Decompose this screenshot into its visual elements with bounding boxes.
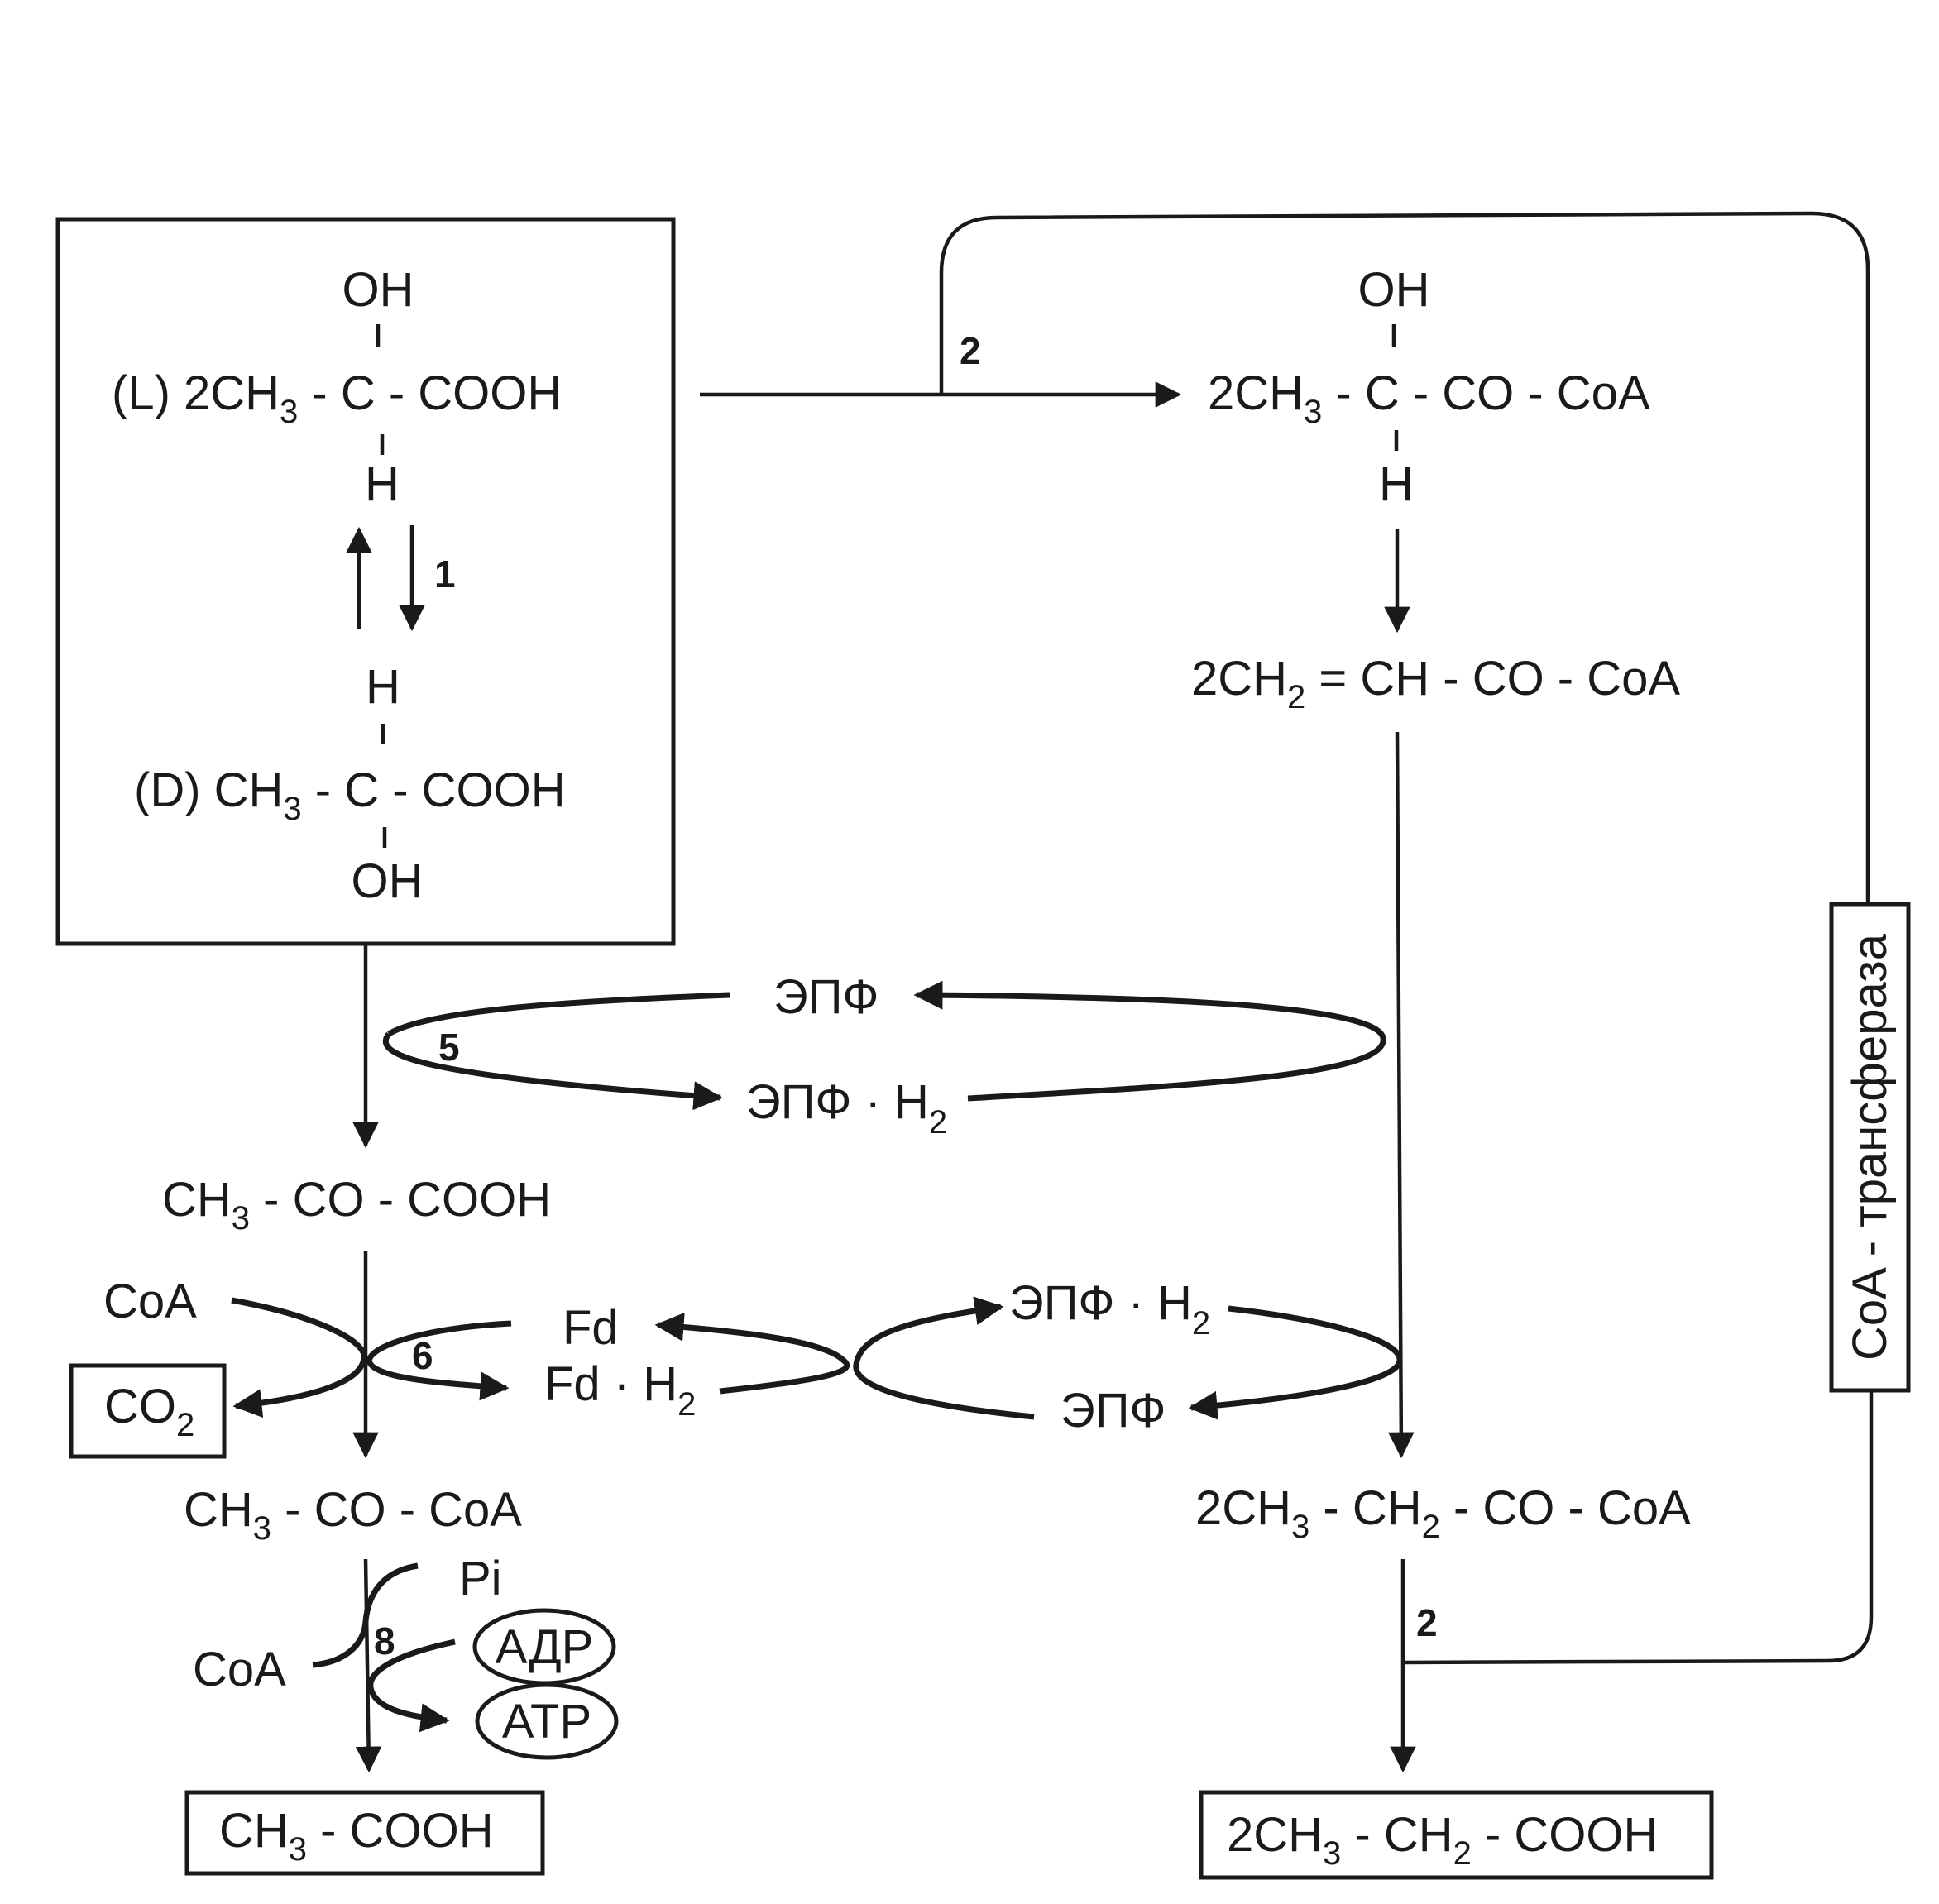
fd-reduced: Fd · H2 [544, 1357, 696, 1423]
fd-oxidized: Fd [563, 1301, 619, 1355]
l-lactate-oh: OH [342, 263, 414, 317]
lactoyl-coa-formula: 2CH3 - C - CO - CoA [1208, 366, 1650, 430]
acetate-formula: CH3 - COOH [219, 1804, 494, 1868]
lactoyl-coa: OH 2CH3 - C - CO - CoA H [1208, 263, 1650, 511]
epf-oxidized-bottom: ЭПФ [1060, 1384, 1166, 1438]
adp-to-atp-curve [367, 1638, 456, 1733]
d-lactate: H (D) CH3 - C - COOH OH [134, 660, 566, 908]
step-label-2-bottom: 2 [1416, 1601, 1438, 1644]
lactoyl-coa-oh: OH [1358, 263, 1430, 317]
d-lactate-oh: OH [352, 854, 424, 908]
lactoyl-coa-h: H [1379, 457, 1414, 511]
step-label-1: 1 [434, 553, 456, 596]
cycle-5-upper [387, 992, 730, 1037]
epf-reduced-top: ЭПФ · H2 [746, 1075, 947, 1141]
step-label-5: 5 [438, 1026, 460, 1069]
d-lactate-formula: (D) CH3 - C - COOH [134, 763, 566, 827]
co2-box [69, 1363, 227, 1459]
acetyl-coa-formula: CH3 - CO - CoA [184, 1483, 522, 1547]
adp-label: АДР [496, 1620, 594, 1674]
coa-in-step6: CoA [103, 1275, 197, 1328]
propionate-formula: 2CH3 - CH2 - COOH [1227, 1808, 1658, 1872]
l-lactate: OH (L) 2CH3 - C - COOH H [112, 263, 562, 511]
arrow-to-propionyl-coa [1388, 731, 1415, 1459]
step-label-2-top: 2 [960, 329, 981, 372]
propionyl-coa-formula: 2CH3 - CH2 - CO - CoA [1195, 1481, 1691, 1545]
d-lactate-h: H [366, 660, 400, 714]
epf-reduced-bottom: ЭПФ · H2 [1009, 1276, 1210, 1342]
atp-label: АТР [502, 1695, 591, 1749]
acrylyl-coa-formula: 2CH2 = CH - CO - CoA [1191, 652, 1680, 715]
l-lactate-formula: (L) 2CH3 - C - COOH [112, 366, 562, 430]
propionate-box [1199, 1790, 1714, 1880]
fd-to-fdh2-curve [366, 1320, 512, 1401]
pi-label: Pi [459, 1552, 502, 1605]
arrow-acetyl-coa-to-acetate [355, 1558, 382, 1773]
epf-right-loop-left [853, 1296, 1035, 1420]
atp-ellipse [475, 1682, 619, 1760]
acetate-box [184, 1790, 545, 1876]
coa-to-co2-curve [231, 1297, 367, 1418]
fd-loop [654, 1312, 850, 1395]
step-label-8: 8 [374, 1619, 395, 1662]
cycle-5-lower [382, 1031, 723, 1111]
step-label-6: 6 [412, 1334, 433, 1377]
lactate-box [55, 217, 676, 946]
co2-label: CO2 [104, 1380, 194, 1443]
pyruvate-formula: CH3 - CO - COOH [162, 1173, 551, 1237]
l-lactate-h: H [365, 457, 400, 511]
coa-transferase-loop-top [939, 211, 1870, 904]
coa-transferase-loop-bottom [1402, 1390, 1874, 1665]
coa-transferase-label: CoA - трансфераза [1843, 933, 1897, 1361]
coa-out-step8: CoA [193, 1643, 286, 1696]
cycle-5-right-loop [913, 980, 1386, 1102]
epf-oxidized-top: ЭПФ [773, 970, 879, 1024]
epf-right-loop-right [1188, 1305, 1403, 1420]
pi-to-coa-curve [312, 1562, 419, 1668]
